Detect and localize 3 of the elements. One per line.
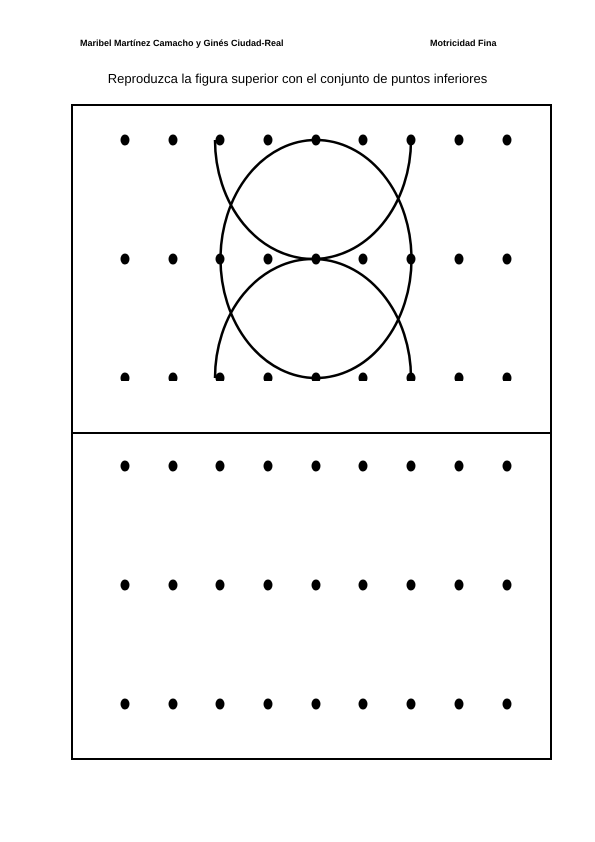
subject-label: Motricidad Fina xyxy=(430,37,497,50)
instruction-title: Reproduzca la figura superior con el conjunto de puntos inferiores xyxy=(106,70,488,88)
author-line: Maribel Martínez Camacho y Ginés Ciudad-Real xyxy=(80,37,284,50)
